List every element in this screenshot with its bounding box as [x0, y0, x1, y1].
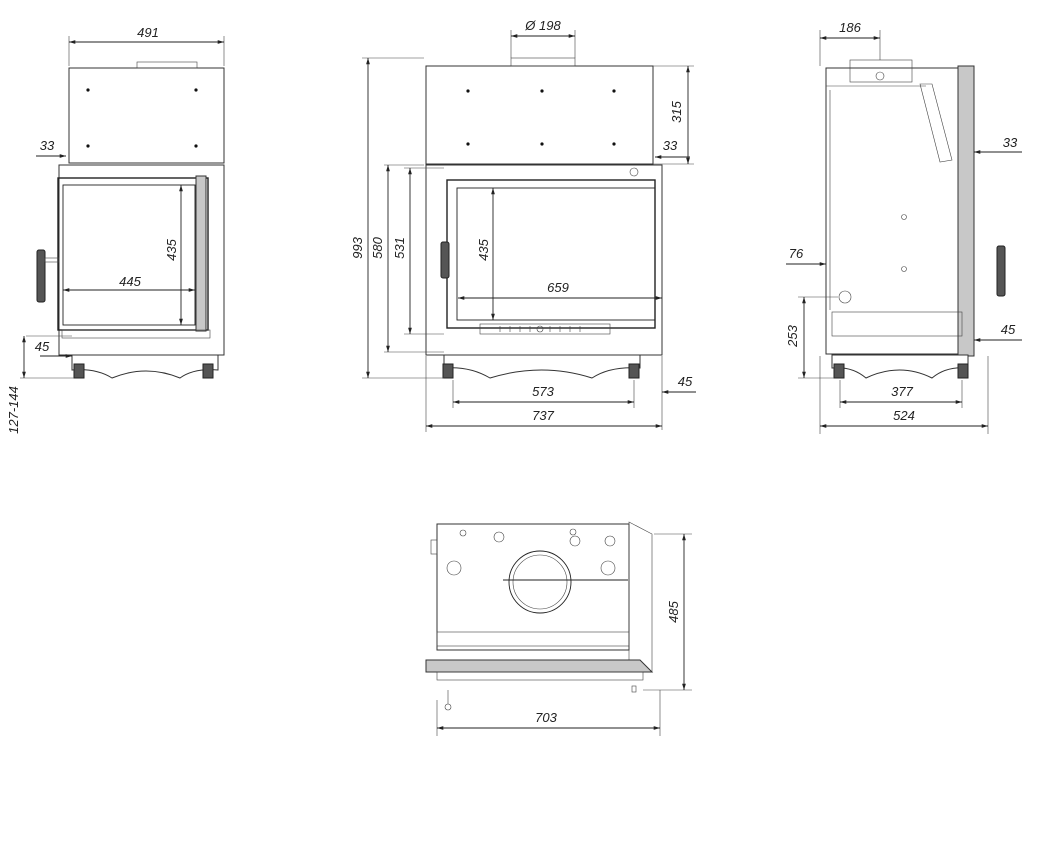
wide-flue-stub [510, 57, 576, 67]
top-right-wall [628, 521, 653, 673]
side-body [825, 67, 975, 355]
wide-ash-grille [479, 323, 611, 335]
wide-stand [443, 354, 641, 379]
top-bolt-3 [569, 528, 577, 536]
front-handle-arm [44, 257, 60, 263]
front-leg-height-label: 127-144 [6, 386, 21, 434]
wide-total-width-label: 737 [532, 408, 554, 423]
top-body [436, 523, 630, 651]
side-inlet-offset-label: 76 [789, 246, 804, 261]
front-foot-right [202, 363, 214, 379]
front-handle[interactable] [36, 249, 46, 303]
wide-total-height-label: 993 [350, 236, 365, 258]
front-view: 491 33 445 435 45 127-144 [6, 25, 225, 434]
wide-handle[interactable] [440, 241, 450, 279]
top-bolt-1 [459, 529, 467, 537]
top-handle-knob[interactable] [444, 703, 452, 711]
wide-foot-right [628, 363, 640, 379]
top-port-left [446, 560, 462, 576]
top-small-stub [631, 685, 637, 693]
side-foot-offset-label: 45 [1001, 322, 1016, 337]
wide-foot-left [442, 363, 454, 379]
front-screw-dots [86, 88, 198, 148]
wide-body-height-label: 580 [370, 236, 385, 258]
wide-grille-slots [499, 325, 581, 333]
top-flue-ring-outer [508, 550, 572, 614]
side-foot-left [833, 363, 845, 379]
side-feet-span-label: 377 [891, 384, 913, 399]
wide-door-height-label: 531 [392, 237, 407, 259]
side-flue-box [849, 59, 913, 83]
wide-glass [456, 187, 656, 321]
wide-glass-height-label: 435 [476, 238, 491, 260]
side-stand [831, 354, 969, 379]
front-flue-stub [136, 61, 198, 69]
wide-body [425, 164, 663, 356]
side-dot-1 [901, 214, 907, 220]
side-baffle [919, 83, 953, 163]
front-side-offset-label: 33 [40, 138, 55, 153]
top-bolt-2 [493, 531, 505, 543]
top-front-strip [436, 631, 630, 647]
top-bolt-5 [604, 535, 616, 547]
side-water-inlet [838, 290, 852, 304]
side-handle[interactable] [996, 245, 1006, 297]
side-ash-box [831, 311, 963, 337]
side-flue-bolt [875, 71, 885, 81]
wide-screw-dots [466, 89, 616, 146]
side-dot-2 [901, 266, 907, 272]
front-glass [62, 184, 196, 326]
front-width-label: 491 [137, 25, 159, 40]
front-ash-lip [61, 329, 211, 339]
top-grille [436, 671, 644, 681]
wide-glass-width-label: 659 [547, 280, 569, 295]
top-depth-label: 485 [666, 600, 681, 622]
wide-top-knob [629, 167, 639, 177]
side-inlet-height-label: 253 [785, 324, 800, 347]
top-flue-ring-inner [512, 554, 568, 610]
front-foot-offset-label: 45 [35, 339, 50, 354]
top-left-stub [430, 539, 438, 555]
side-door-edge [957, 65, 975, 357]
front-foot-left [73, 363, 85, 379]
wide-foot-offset-label: 45 [678, 374, 693, 389]
wide-top-offset-label: 33 [663, 138, 678, 153]
side-view: 186 33 76 253 45 377 524 [785, 20, 1022, 434]
side-offset-label: 33 [1003, 135, 1018, 150]
top-view: 485 703 [425, 521, 692, 736]
wide-top-box [425, 65, 654, 165]
front-stand [71, 354, 219, 379]
top-port-right [600, 560, 616, 576]
wide-feet-span-label: 573 [532, 384, 554, 399]
wide-front-view: Ø 198 993 580 531 435 659 315 33 573 45 [350, 18, 696, 432]
side-flue-offset-label: 186 [839, 20, 861, 35]
top-bolt-4 [569, 535, 581, 547]
front-glass-width-label: 445 [119, 274, 141, 289]
top-front-frame [425, 659, 654, 673]
wide-flue-label: Ø 198 [524, 18, 561, 33]
side-total-depth-label: 524 [893, 408, 915, 423]
top-width-label: 703 [535, 710, 557, 725]
front-top-box [68, 67, 225, 164]
wide-top-height-label: 315 [669, 100, 684, 122]
side-foot-right [957, 363, 969, 379]
front-glass-height-label: 435 [164, 238, 179, 260]
front-hinge-strip [195, 175, 207, 332]
